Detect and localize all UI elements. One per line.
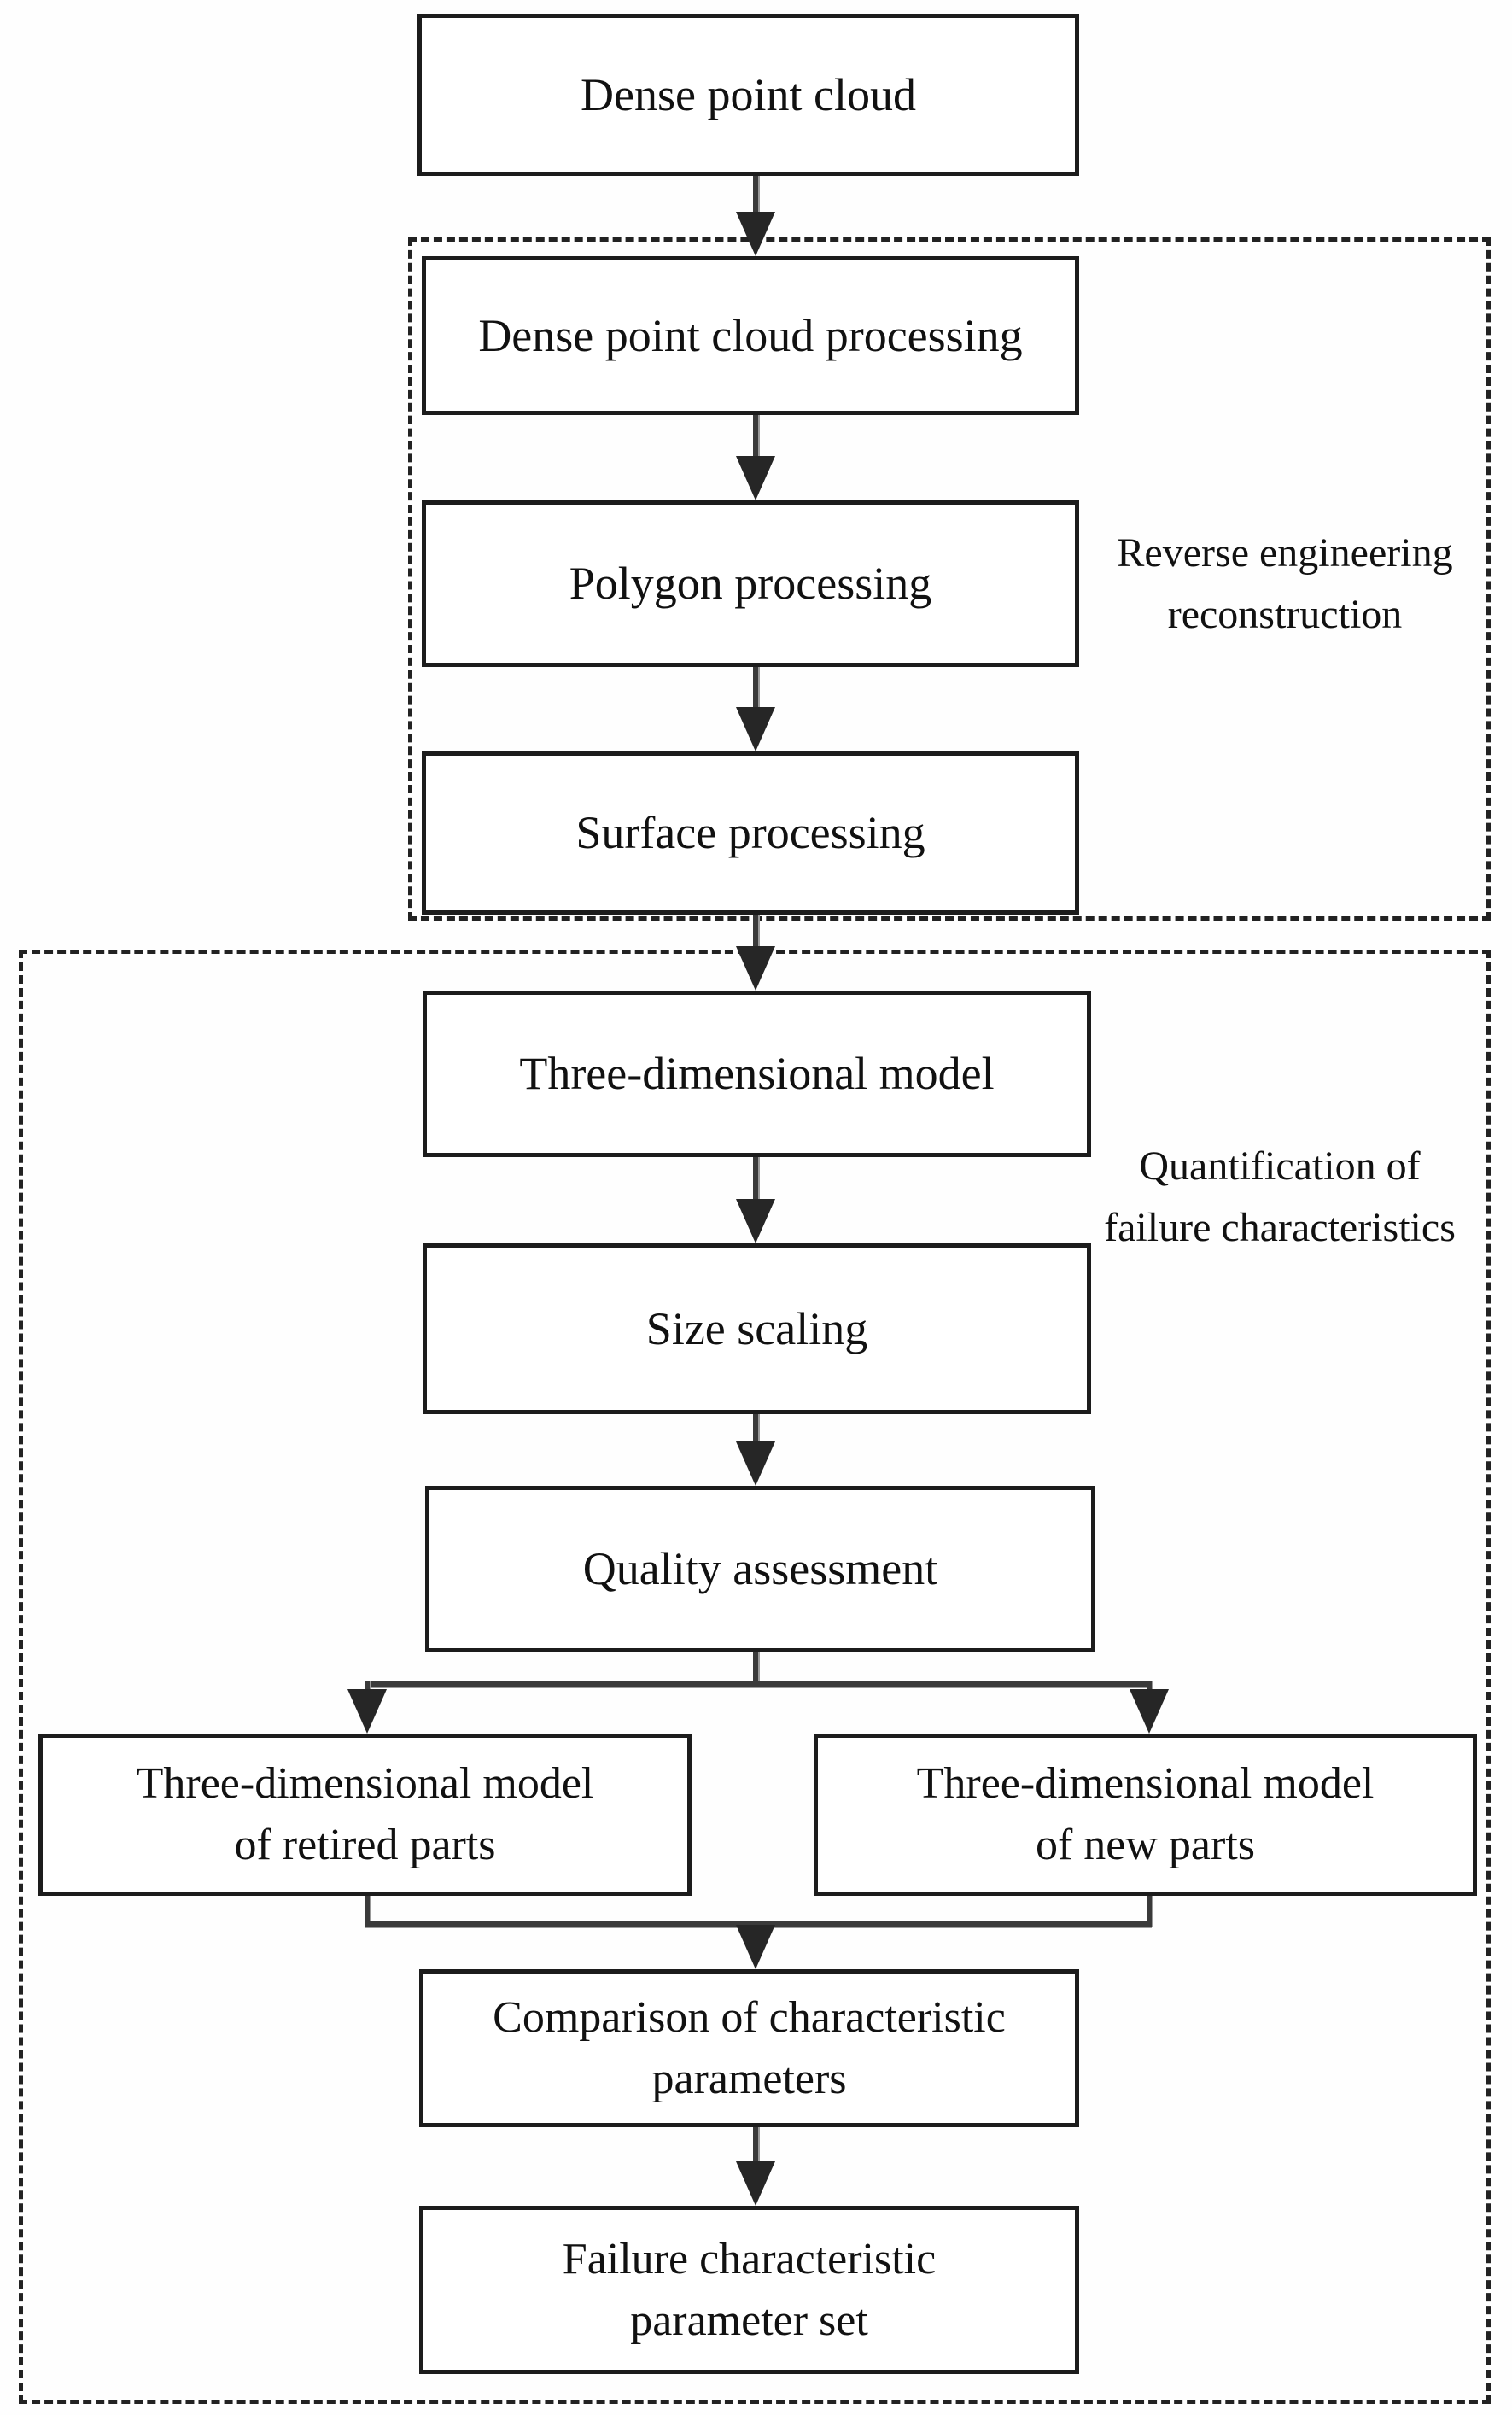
node-surface-processing: Surface processing xyxy=(422,751,1079,915)
node-size-scaling: Size scaling xyxy=(423,1243,1091,1414)
arrow-down-icon xyxy=(736,1199,775,1243)
connector-line xyxy=(365,1681,1152,1687)
node-label-line: parameter set xyxy=(630,2295,868,2345)
arrow-down-icon xyxy=(736,1925,775,1969)
node-label: Quality assessment xyxy=(582,1543,938,1595)
connector-line xyxy=(753,176,758,217)
node-label-line: of retired parts xyxy=(234,1821,496,1869)
node-comparison-parameters: Comparison of characteristic parameters xyxy=(419,1969,1079,2127)
node-label-line: Three-dimensional model xyxy=(916,1759,1375,1809)
group-label-line: reconstruction xyxy=(1167,592,1403,637)
arrow-down-icon xyxy=(1130,1689,1169,1734)
node-label: Dense point cloud xyxy=(581,68,916,120)
group-label-quantification: Quantification of failure characteristic… xyxy=(1052,1136,1508,1259)
node-label-line: Three-dimensional model xyxy=(136,1759,594,1809)
node-retired-parts-model: Three-dimensional model of retired parts xyxy=(38,1734,692,1896)
arrow-down-icon xyxy=(736,456,775,500)
node-new-parts-model: Three-dimensional model of new parts xyxy=(814,1734,1477,1896)
node-dense-point-cloud-processing: Dense point cloud processing xyxy=(422,256,1079,415)
group-label-line: Quantification of xyxy=(1139,1143,1421,1189)
node-dense-point-cloud: Dense point cloud xyxy=(417,14,1079,176)
node-three-dimensional-model: Three-dimensional model xyxy=(423,991,1091,1157)
connector-line xyxy=(365,1921,1152,1927)
node-polygon-processing: Polygon processing xyxy=(422,500,1079,667)
node-label-line: Failure characteristic xyxy=(562,2234,937,2283)
group-reverse-engineering xyxy=(408,237,1491,921)
connector-line xyxy=(365,1681,370,1693)
arrow-down-icon xyxy=(347,1689,387,1734)
node-label: Surface processing xyxy=(575,807,925,859)
node-label-line: parameters xyxy=(651,2054,847,2103)
connector-line xyxy=(753,1652,758,1687)
connector-line xyxy=(1147,1896,1152,1927)
arrow-down-icon xyxy=(736,1441,775,1486)
connector-line xyxy=(1147,1681,1152,1693)
node-failure-parameter-set: Failure characteristic parameter set xyxy=(419,2206,1079,2374)
connector-line xyxy=(753,1414,758,1445)
connector-line xyxy=(753,1157,758,1202)
node-label: Polygon processing xyxy=(569,558,932,610)
group-label-line: Reverse engineering xyxy=(1117,530,1453,576)
node-label-line: Comparison of characteristic xyxy=(493,1992,1006,2042)
connector-line xyxy=(753,415,758,459)
arrow-down-icon xyxy=(736,2161,775,2206)
arrow-down-icon xyxy=(736,707,775,751)
node-label: Three-dimensional model xyxy=(519,1048,995,1100)
connector-line xyxy=(753,915,758,950)
connector-line xyxy=(753,2127,758,2165)
arrow-down-icon xyxy=(736,946,775,991)
node-quality-assessment: Quality assessment xyxy=(425,1486,1095,1652)
arrow-down-icon xyxy=(736,212,775,256)
connector-line xyxy=(365,1896,370,1927)
node-label-line: of new parts xyxy=(1035,1821,1256,1869)
group-label-line: failure characteristics xyxy=(1104,1205,1456,1250)
node-label: Size scaling xyxy=(645,1302,868,1354)
group-label-reverse-engineering: Reverse engineering reconstruction xyxy=(1067,523,1503,646)
node-label: Dense point cloud processing xyxy=(478,309,1023,361)
connector-line xyxy=(753,667,758,710)
